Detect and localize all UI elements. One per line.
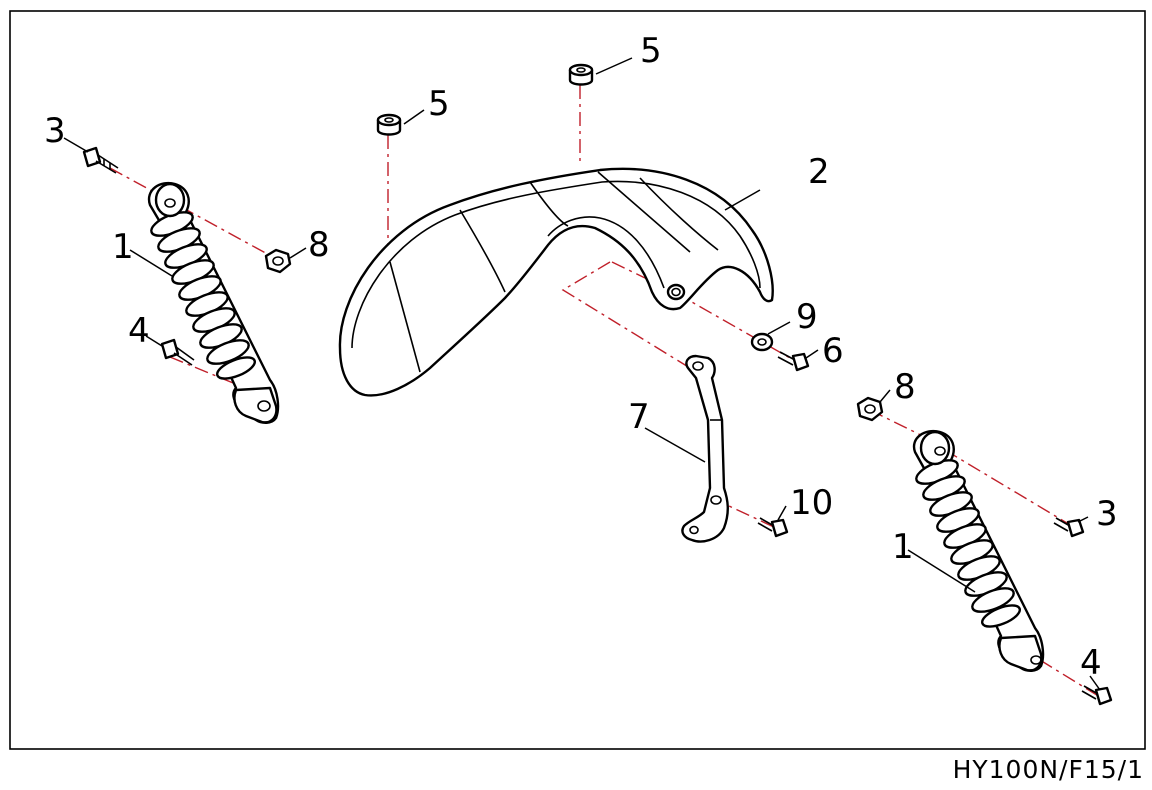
drawing-frame (9, 10, 1146, 750)
drawing-code: HY100N/F15/1 (952, 755, 1144, 784)
callout-4-left: 4 (128, 311, 150, 351)
shock-absorber-left (147, 181, 280, 424)
callout-1-right: 1 (892, 527, 914, 567)
callout-5-right: 5 (640, 31, 662, 71)
callout-4-right: 4 (1080, 643, 1102, 683)
callout-1-left: 1 (112, 227, 134, 267)
nut-8-right (856, 396, 884, 422)
bolt-10 (757, 517, 789, 538)
washer-9 (750, 332, 774, 352)
spring-coils (150, 211, 256, 380)
grommet-5-left (376, 113, 402, 136)
bolt-3-right (1053, 517, 1085, 538)
callout-labels: 1 1 2 3 3 4 4 5 5 6 7 8 8 9 10 (44, 31, 1118, 683)
rear-fender (338, 167, 774, 397)
callout-3-right: 3 (1096, 494, 1118, 534)
shock-absorber-right (912, 429, 1045, 672)
callout-2: 2 (808, 152, 830, 192)
bolt-3-left (82, 146, 119, 174)
callout-5-left: 5 (428, 84, 450, 124)
bolt-4-right (1081, 685, 1113, 706)
grommet-5-right (568, 63, 594, 86)
nut-8-left (264, 248, 292, 274)
leader-lines (63, 57, 1101, 691)
callout-9: 9 (796, 297, 818, 337)
callout-3-left: 3 (44, 111, 66, 151)
spring-coils (915, 459, 1021, 628)
bolt-6 (777, 351, 810, 372)
callout-8-right: 8 (894, 367, 916, 407)
callout-8-left: 8 (308, 225, 330, 265)
callout-10: 10 (790, 483, 833, 523)
callout-6: 6 (822, 331, 844, 371)
fender-bracket (681, 354, 729, 543)
bolt-4-left (160, 338, 195, 366)
callout-7: 7 (628, 397, 650, 437)
